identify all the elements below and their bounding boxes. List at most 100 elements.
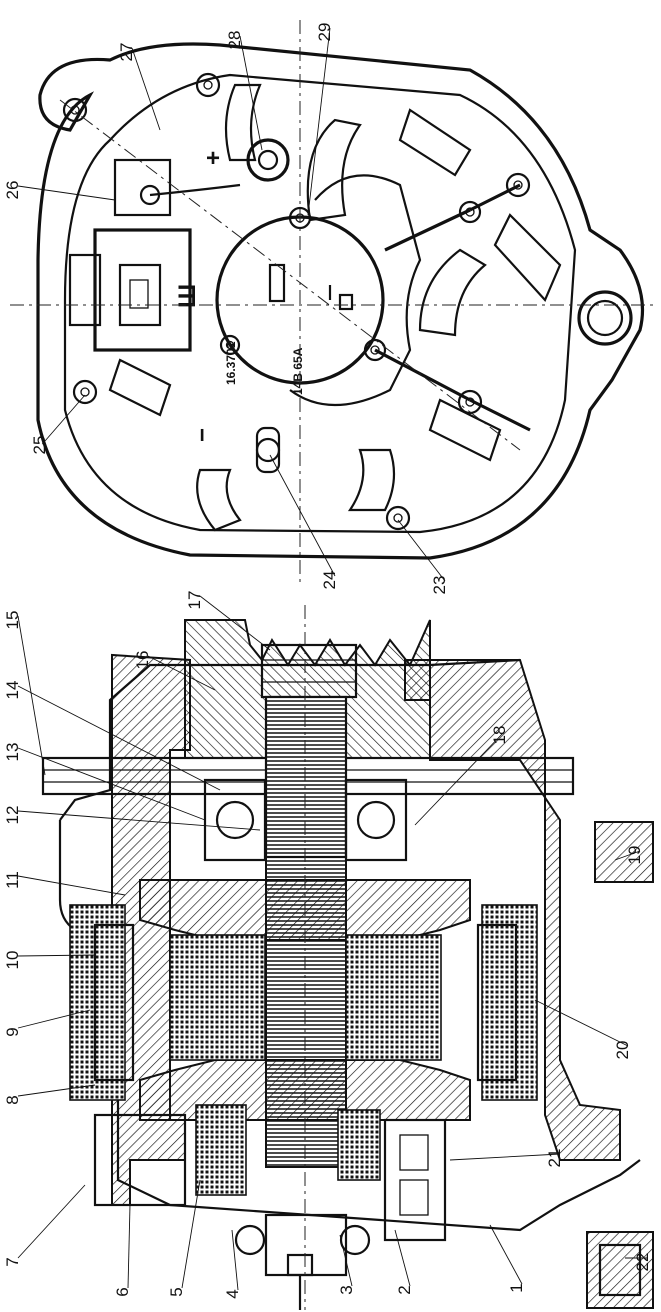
- part-label-28: 28: [225, 31, 244, 50]
- part-label-4: 4: [223, 1289, 242, 1298]
- part-label-1: 1: [507, 1283, 526, 1292]
- part-label-14: 14: [3, 681, 22, 700]
- slip-ring: [337, 1109, 381, 1181]
- end-view: 16.3701 14В 65А + −: [10, 20, 655, 585]
- leader-line-29: [307, 27, 331, 216]
- leader-line-3: [339, 1234, 353, 1287]
- negative-terminal: [255, 437, 281, 463]
- leader-line-14: [17, 685, 221, 791]
- part-label-2: 2: [395, 1285, 414, 1294]
- leader-lines: [17, 27, 648, 1291]
- part-label-21: 21: [545, 1149, 564, 1168]
- excitation-winding-right: [345, 934, 442, 1061]
- ventilation-slots: [108, 83, 562, 532]
- leader-line-13: [17, 747, 206, 821]
- part-label-27: 27: [117, 43, 136, 62]
- part-label-22: 22: [633, 1253, 652, 1272]
- leader-line-15: [17, 615, 46, 776]
- leader-line-24: [269, 454, 336, 577]
- pulley: [184, 619, 431, 759]
- leader-line-10: [17, 954, 96, 957]
- positive-terminal-nut: [257, 149, 279, 171]
- leader-line-26: [17, 185, 116, 201]
- leader-line-2: [394, 1229, 411, 1287]
- leader-line-28: [239, 35, 263, 151]
- part-label-6: 6: [113, 1287, 132, 1296]
- lug-bushing: [598, 1243, 642, 1297]
- leader-line-6: [127, 1204, 131, 1289]
- part-label-5: 5: [167, 1287, 186, 1296]
- diode: [399, 1179, 429, 1216]
- part-labels: 1234567891011121314151617181920212223242…: [3, 23, 652, 1299]
- stator-winding-bottom: [481, 904, 538, 1101]
- negative-terminal-slot: [255, 426, 281, 474]
- stator-core-top: [93, 923, 135, 1082]
- stator-core-bottom: [476, 923, 518, 1082]
- brush-holder: [93, 1113, 187, 1207]
- part-label-12: 12: [3, 806, 22, 825]
- leader-line-16: [147, 655, 216, 691]
- leader-line-23: [397, 519, 446, 582]
- leader-line-25: [44, 394, 86, 442]
- leader-line-9: [17, 1009, 91, 1029]
- part-label-13: 13: [3, 743, 22, 762]
- diode: [399, 1134, 429, 1171]
- side-section-view: [41, 605, 654, 1310]
- leader-line-1: [489, 1224, 523, 1285]
- diagonal-centerline: [59, 99, 521, 451]
- leader-line-18: [414, 730, 506, 826]
- leader-line-7: [17, 1184, 86, 1259]
- part-label-20: 20: [613, 1041, 632, 1060]
- end-cover-outline: [36, 42, 645, 560]
- voltage-regulator: [68, 158, 241, 352]
- mounting-lug-front: [594, 821, 654, 883]
- leader-line-19: [614, 850, 641, 861]
- part-label-11: 11: [3, 871, 22, 889]
- leader-line-11: [17, 875, 126, 896]
- part-label-18: 18: [490, 726, 509, 745]
- stator-winding-top: [69, 904, 126, 1101]
- terminal-nut: [286, 1253, 314, 1277]
- part-label-19: 19: [625, 846, 644, 865]
- leader-line-8: [17, 1084, 96, 1097]
- mounting-ear-hole: [577, 290, 633, 346]
- front-bearing: [203, 778, 408, 862]
- shaft-front-end: [264, 695, 348, 859]
- cap-nameplate-slot: [268, 263, 286, 303]
- minus-sign: −: [189, 428, 216, 442]
- excitation-winding-left: [169, 934, 266, 1061]
- part-label-23: 23: [430, 576, 449, 595]
- cap-screws: [219, 206, 387, 362]
- part-label-9: 9: [3, 1027, 22, 1036]
- part-label-17: 17: [185, 591, 204, 610]
- leader-line-20: [534, 999, 629, 1047]
- part-label-29: 29: [315, 23, 334, 42]
- rear-bearing: [234, 1213, 371, 1277]
- plus-sign: +: [206, 145, 220, 172]
- cap-marker: [338, 293, 354, 311]
- leader-line-5: [181, 1179, 201, 1289]
- nameplate-rating: 14В 65А: [291, 347, 305, 395]
- part-label-8: 8: [3, 1095, 22, 1104]
- leader-line-17: [199, 595, 271, 651]
- part-label-7: 7: [3, 1257, 22, 1266]
- part-label-25: 25: [30, 436, 49, 455]
- leader-line-12: [17, 810, 261, 831]
- rectifier-unit: [383, 1118, 447, 1242]
- part-label-26: 26: [3, 181, 22, 200]
- mounting-ear-bushing: [586, 299, 624, 337]
- part-label-3: 3: [337, 1285, 356, 1294]
- housing-screws: [62, 72, 531, 531]
- leader-line-27: [131, 47, 161, 131]
- part-label-10: 10: [3, 951, 22, 970]
- part-label-16: 16: [133, 651, 152, 670]
- excitation-terminal-mark: Ш: [174, 284, 201, 308]
- brush-holder-winding: [195, 1104, 247, 1196]
- part-label-24: 24: [320, 571, 339, 590]
- leader-line-21: [449, 1153, 561, 1161]
- end-cover-inner: [63, 73, 577, 534]
- part-label-15: 15: [3, 611, 22, 630]
- leader-line-4: [231, 1229, 239, 1291]
